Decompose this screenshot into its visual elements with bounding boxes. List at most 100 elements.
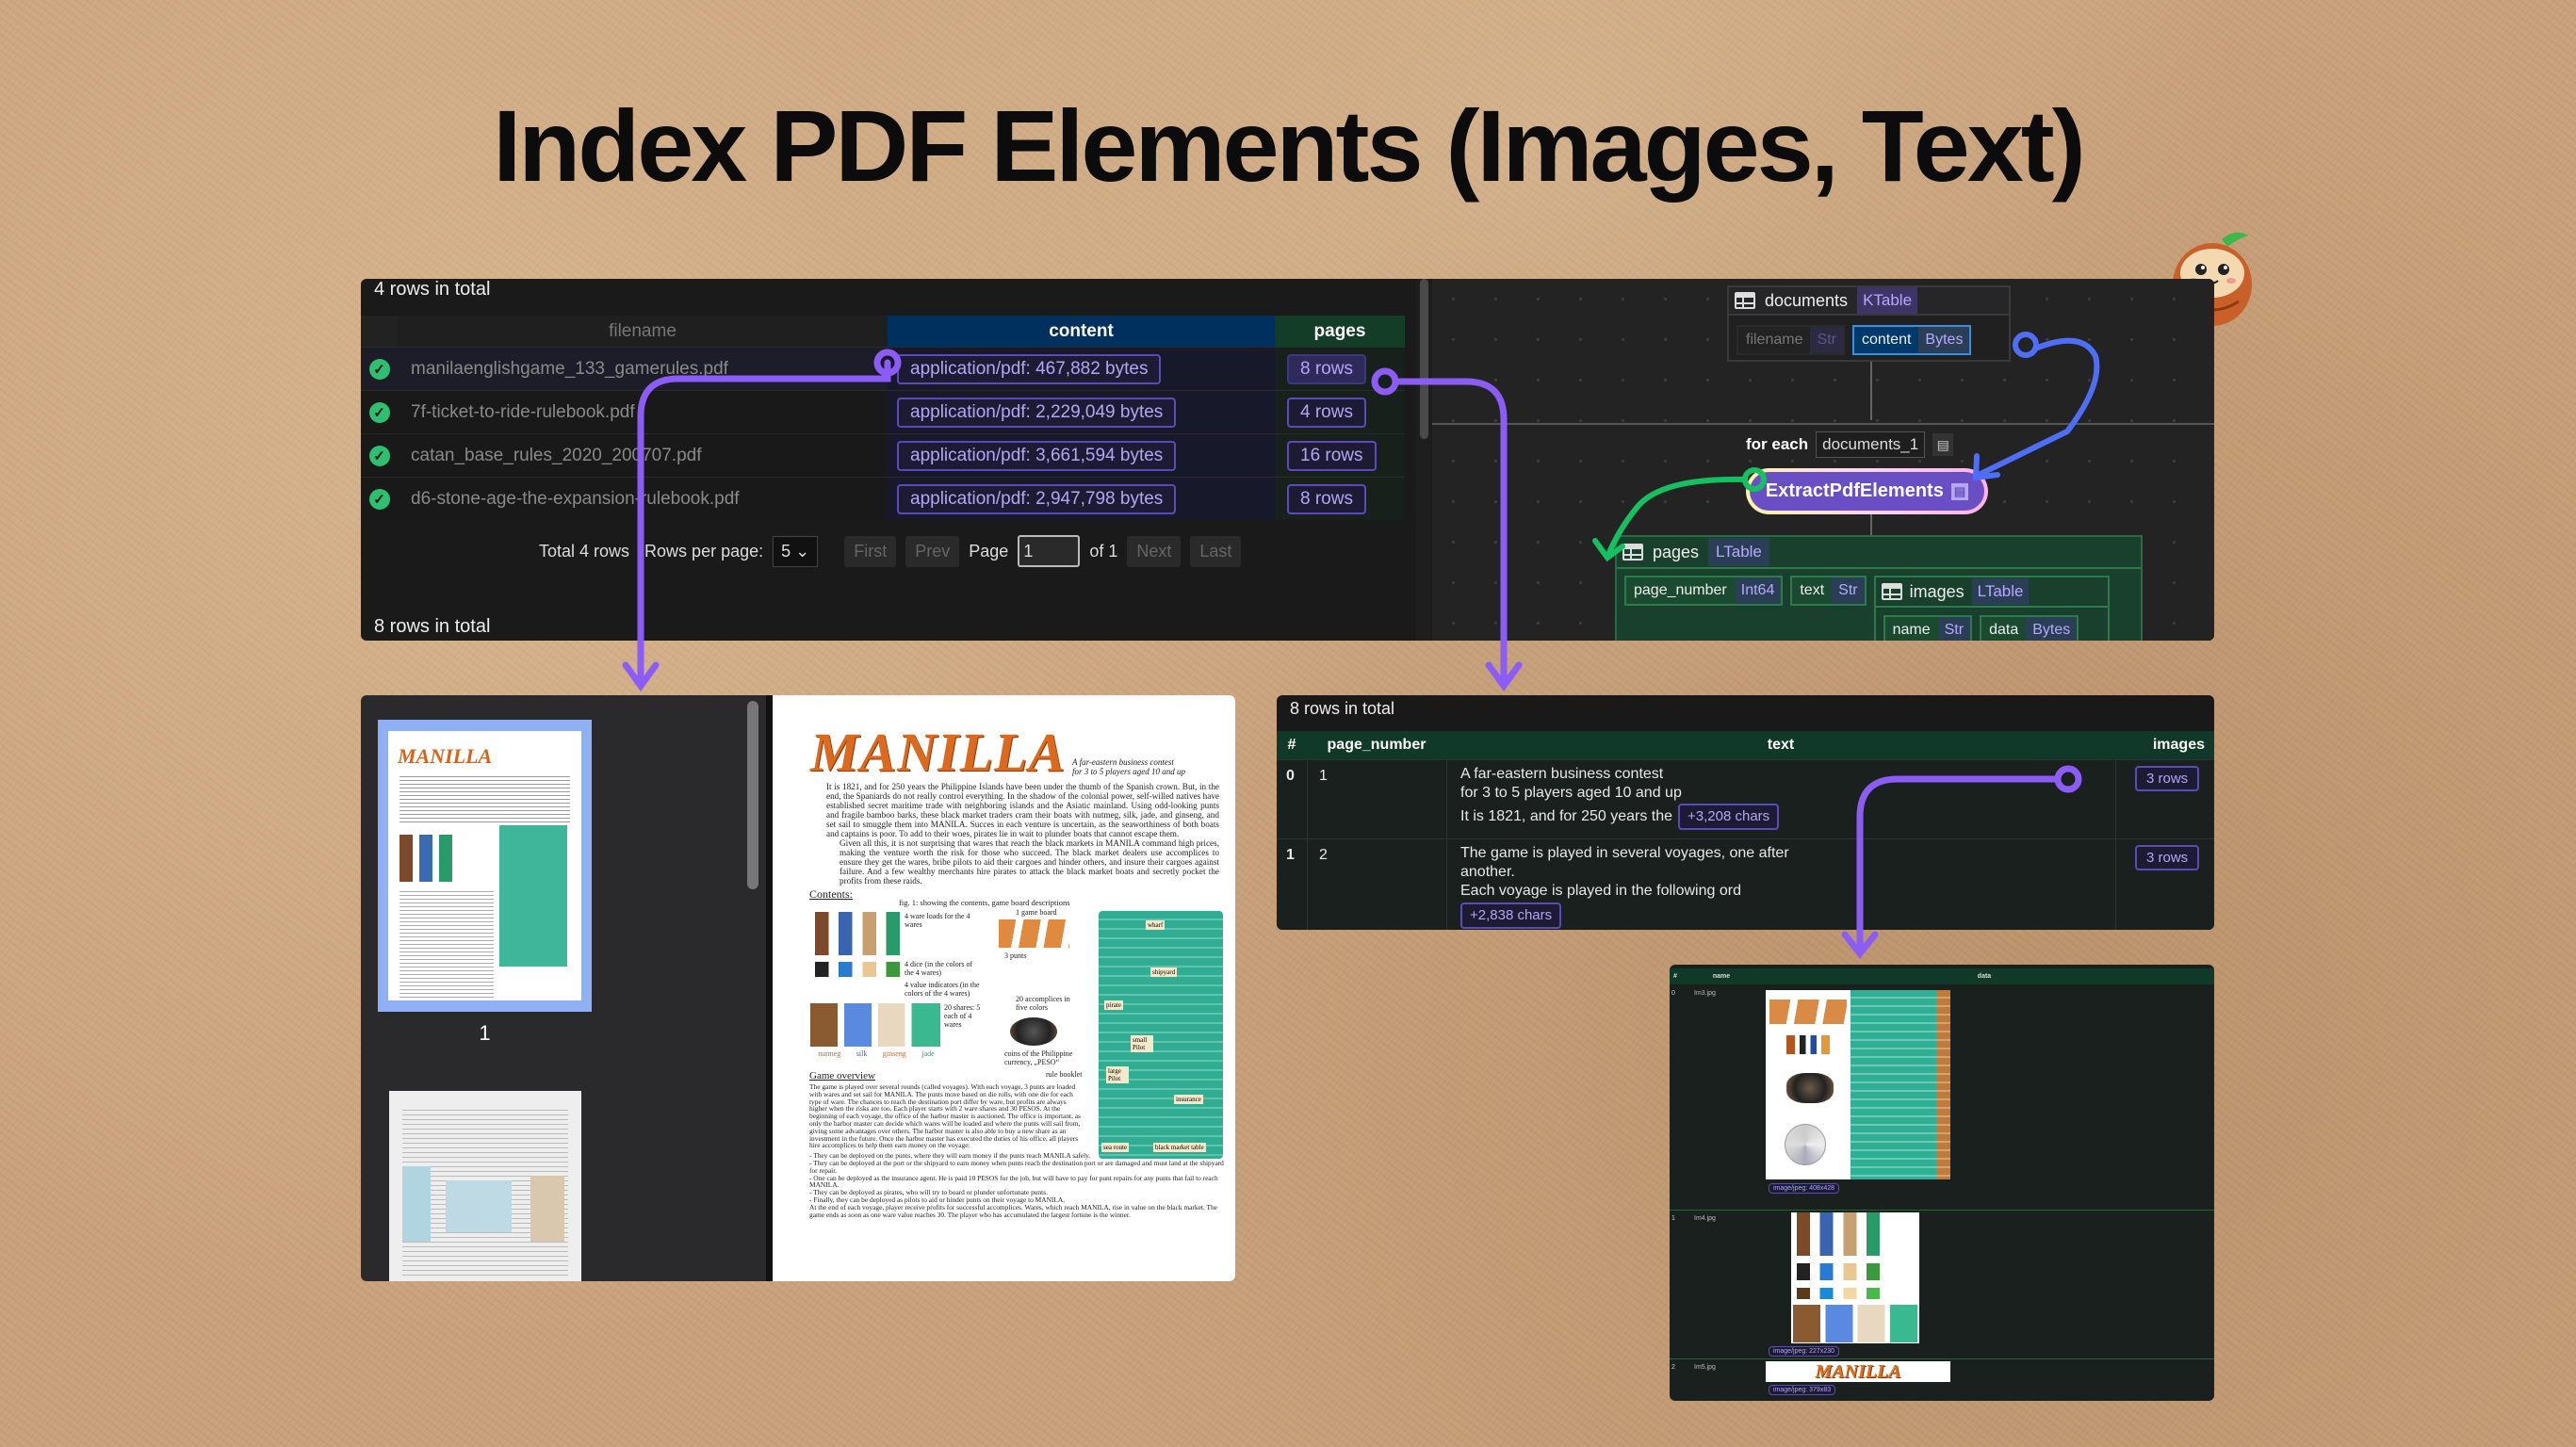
column-header-content[interactable]: content — [888, 316, 1275, 347]
field-name: page_number — [1634, 582, 1727, 598]
thumbnail-page-label: 1 — [479, 1021, 491, 1045]
page-number-cell: 2 — [1307, 839, 1446, 930]
for-each-input[interactable]: documents_1 — [1816, 431, 1926, 458]
field-name-image[interactable]: name Str — [1883, 615, 1973, 641]
viewer-scrollbar[interactable] — [747, 701, 758, 889]
content-chip[interactable]: application/pdf: 2,229,049 bytes — [897, 397, 1177, 428]
ware-loads-label: 4 ware loads for the 4 wares — [905, 912, 970, 929]
field-name: name — [1892, 622, 1931, 638]
more-chars-chip[interactable]: +3,208 chars — [1678, 804, 1780, 830]
thumbnail-page-1[interactable]: MANILLA — [378, 720, 592, 1012]
column-header-page-number[interactable]: page_number — [1327, 737, 1427, 753]
content-chip[interactable]: application/pdf: 3,661,594 bytes — [897, 440, 1177, 471]
coins-image — [1010, 1017, 1057, 1046]
content-chip[interactable]: application/pdf: 2,947,798 bytes — [897, 483, 1177, 514]
row-count-label: 8 rows in total — [1290, 699, 1395, 718]
manilla-logo-image[interactable]: MANILLA — [1766, 1361, 1950, 1382]
extract-pdf-elements-node[interactable]: ExtractPdfElements ▤ — [1746, 468, 1988, 514]
content-cell: application/pdf: 2,947,798 bytes — [888, 478, 1275, 520]
more-chars-chip[interactable]: +2,838 chars — [1460, 902, 1562, 929]
game-overview-list: - They can be deployed on the punts, whe… — [809, 1151, 1224, 1219]
document-icon[interactable]: ▤ — [1932, 433, 1954, 456]
content-chip[interactable]: application/pdf: 467,882 bytes — [897, 353, 1162, 384]
column-header-data[interactable]: data — [1977, 973, 1992, 980]
filename-cell: d6-stone-age-the-expansion-rulebook.pdf — [411, 488, 740, 509]
punts-label: 3 punts — [1004, 951, 1027, 960]
thumbnail-logo: MANILLA — [398, 744, 493, 768]
images-chip[interactable]: 3 rows — [2135, 766, 2200, 791]
table-row[interactable]: ✓ 7f-ticket-to-ride-rulebook.pdf applica… — [361, 390, 1405, 433]
image-data-badge[interactable]: image/jpeg: 227x230 — [1769, 1346, 1839, 1357]
column-header-name[interactable]: name — [1689, 973, 1754, 980]
pages-chip[interactable]: 8 rows — [1287, 353, 1366, 384]
connector-line — [1870, 514, 1872, 535]
column-header-index[interactable]: # — [1673, 973, 1677, 980]
arrow-head-icon — [1841, 931, 1879, 959]
game-overview-block: The game is played over several rounds (… — [809, 1083, 1224, 1218]
pages-chip[interactable]: 4 rows — [1287, 397, 1366, 428]
shares-image — [810, 1003, 940, 1047]
intro-paragraph-2: Given all this, it is not surprising tha… — [840, 838, 1219, 886]
rows-per-page-select[interactable]: 5 ⌄ — [773, 535, 819, 567]
table-row[interactable]: ✓ manilaenglishgame_133_gamerules.pdf ap… — [361, 347, 1405, 390]
figure-caption: fig. 1: showing the contents, game board… — [899, 898, 1070, 907]
images-chip[interactable]: 3 rows — [2135, 845, 2200, 870]
row-index: 0 — [1671, 990, 1675, 997]
field-type: Str — [1810, 327, 1843, 353]
thumbnail-page-2[interactable] — [389, 1091, 581, 1281]
table-row[interactable]: 1 Im4.jpg image/jpeg: 227x230 — [1670, 1211, 2214, 1359]
image-data-badge[interactable]: image/jpeg: 379x83 — [1769, 1385, 1836, 1395]
image-thumbnail[interactable] — [1791, 1212, 1919, 1343]
next-table-row-count: 8 rows in total — [374, 616, 491, 637]
table-row[interactable]: 2 Im5.jpg MANILLA image/jpeg: 379x83 — [1670, 1360, 2214, 1401]
game-overview-text: The game is played over several rounds (… — [809, 1082, 1081, 1150]
table-icon — [1622, 544, 1643, 561]
table-row[interactable]: ✓ catan_base_rules_2020_200707.pdf appli… — [361, 433, 1405, 477]
images-cell: 3 rows — [2115, 839, 2214, 930]
accomplices-label: 20 accomplices in five colors — [1016, 995, 1070, 1012]
images-cell: 3 rows — [2115, 760, 2214, 838]
node-type-badge: LTable — [1708, 538, 1769, 566]
column-header-text[interactable]: text — [1767, 737, 1795, 753]
column-header-filename[interactable]: filename — [398, 316, 888, 347]
pages-chip[interactable]: 8 rows — [1287, 483, 1366, 514]
prev-page-button[interactable]: Prev — [905, 535, 960, 567]
page-gutter — [766, 695, 773, 1281]
chevron-down-icon: ⌄ — [795, 541, 810, 561]
documents-table-header: filename content pages — [361, 316, 1405, 347]
table-row[interactable]: 0 Im3.jpg image/jpeg: 408x428 — [1670, 984, 2214, 1211]
next-page-button[interactable]: Next — [1127, 535, 1182, 567]
node-name: images — [1909, 581, 1965, 601]
table-row[interactable]: 1 2 The game is played in several voyage… — [1277, 838, 2214, 930]
pages-chip[interactable]: 16 rows — [1287, 440, 1377, 471]
node-type-badge: KTable — [1857, 287, 1918, 314]
text-line: A far-eastern business contest — [1460, 766, 1664, 782]
first-page-button[interactable]: First — [844, 535, 897, 567]
scrollbar-thumb[interactable] — [1419, 279, 1428, 439]
connector-line — [1870, 362, 1872, 420]
column-header-index[interactable]: # — [1287, 737, 1296, 753]
filename-cell: catan_base_rules_2020_200707.pdf — [411, 445, 702, 465]
page-number-input[interactable] — [1018, 535, 1081, 567]
column-header-images[interactable]: images — [2152, 737, 2205, 753]
page-title: Index PDF Elements (Images, Text) — [493, 89, 2085, 203]
last-page-button[interactable]: Last — [1190, 535, 1242, 567]
image-data-badge[interactable]: image/jpeg: 408x428 — [1769, 1183, 1839, 1194]
page-of-label: of 1 — [1089, 541, 1118, 561]
column-header-pages[interactable]: pages — [1275, 316, 1405, 347]
image-thumbnail[interactable] — [1766, 990, 1950, 1179]
field-name: data — [1989, 622, 2019, 638]
field-type: Str — [1937, 617, 1971, 641]
node-name: documents — [1765, 290, 1849, 310]
table-row[interactable]: ✓ d6-stone-age-the-expansion-rulebook.pd… — [361, 477, 1405, 520]
